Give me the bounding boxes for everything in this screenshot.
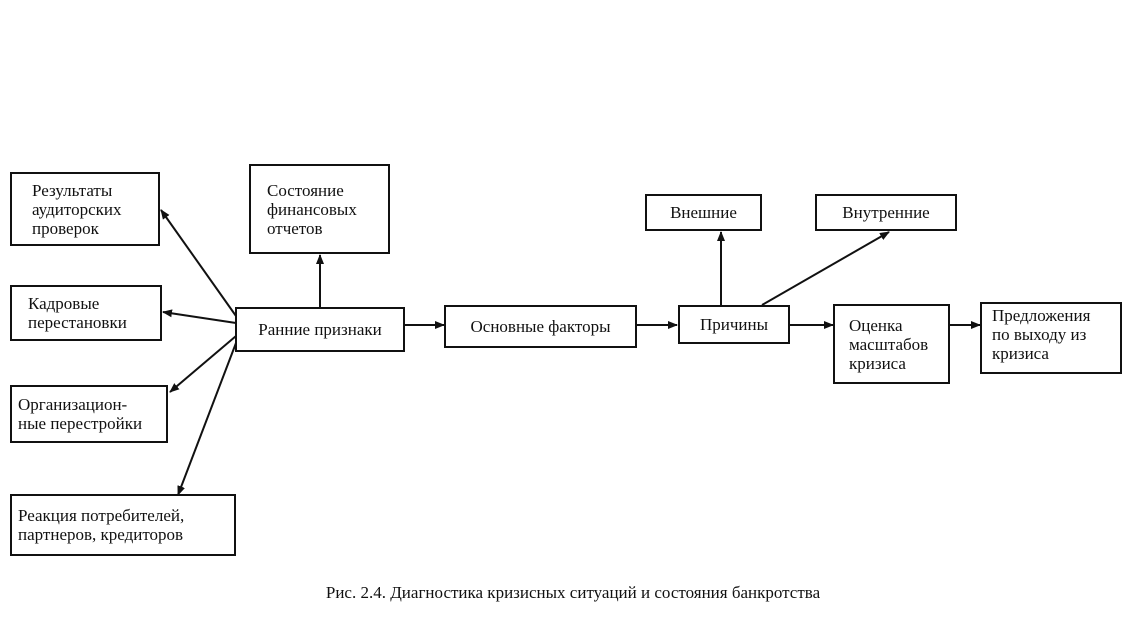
early-signs-label: Ранние признаки — [258, 320, 382, 339]
main-factors-box: Основные факторы — [444, 305, 637, 348]
reaction-box: Реакция потребителей, партнеров, кредито… — [10, 494, 236, 556]
external-box: Внешние — [645, 194, 762, 231]
proposals-label: Предложения по выходу из кризиса — [992, 306, 1091, 363]
causes-label: Причины — [699, 315, 769, 334]
arrow-to-staff-changes — [162, 309, 237, 324]
crisis-scale-box: Оценка масштабов кризиса — [833, 304, 950, 384]
main-factors-label: Основные факторы — [470, 317, 611, 336]
reaction-label: Реакция потребителей, партнеров, кредито… — [18, 506, 185, 544]
early-signs-box: Ранние признаки — [235, 307, 405, 352]
arrow-to-reaction — [177, 342, 237, 496]
audit-results-label: Результаты аудиторских проверок — [32, 180, 122, 238]
org-restructuring-box: Организацион- ные перестройки — [10, 385, 168, 443]
external-label: Внешние — [670, 203, 737, 222]
arrow-to-audit-results — [160, 209, 237, 317]
arrow-to-org-restructuring — [169, 335, 237, 393]
financial-statements-label: Состояние финансовых отчетов — [267, 180, 357, 238]
staff-changes-label: Кадровые перестановки — [28, 294, 127, 332]
internal-box: Внутренние — [815, 194, 957, 231]
internal-label: Внутренние — [842, 203, 930, 222]
proposals-box: Предложения по выходу из кризиса — [980, 302, 1122, 374]
financial-statements-box: Состояние финансовых отчетов — [249, 164, 390, 254]
causes-box: Причины — [678, 305, 790, 344]
org-restructuring-label: Организацион- ные перестройки — [18, 395, 143, 433]
arrow-to-internal — [761, 231, 890, 306]
crisis-scale-label: Оценка масштабов кризиса — [849, 315, 929, 373]
audit-results-box: Результаты аудиторских проверок — [10, 172, 160, 246]
figure-caption: Рис. 2.4. Диагностика кризисных ситуаций… — [325, 583, 821, 602]
staff-changes-box: Кадровые перестановки — [10, 285, 162, 341]
